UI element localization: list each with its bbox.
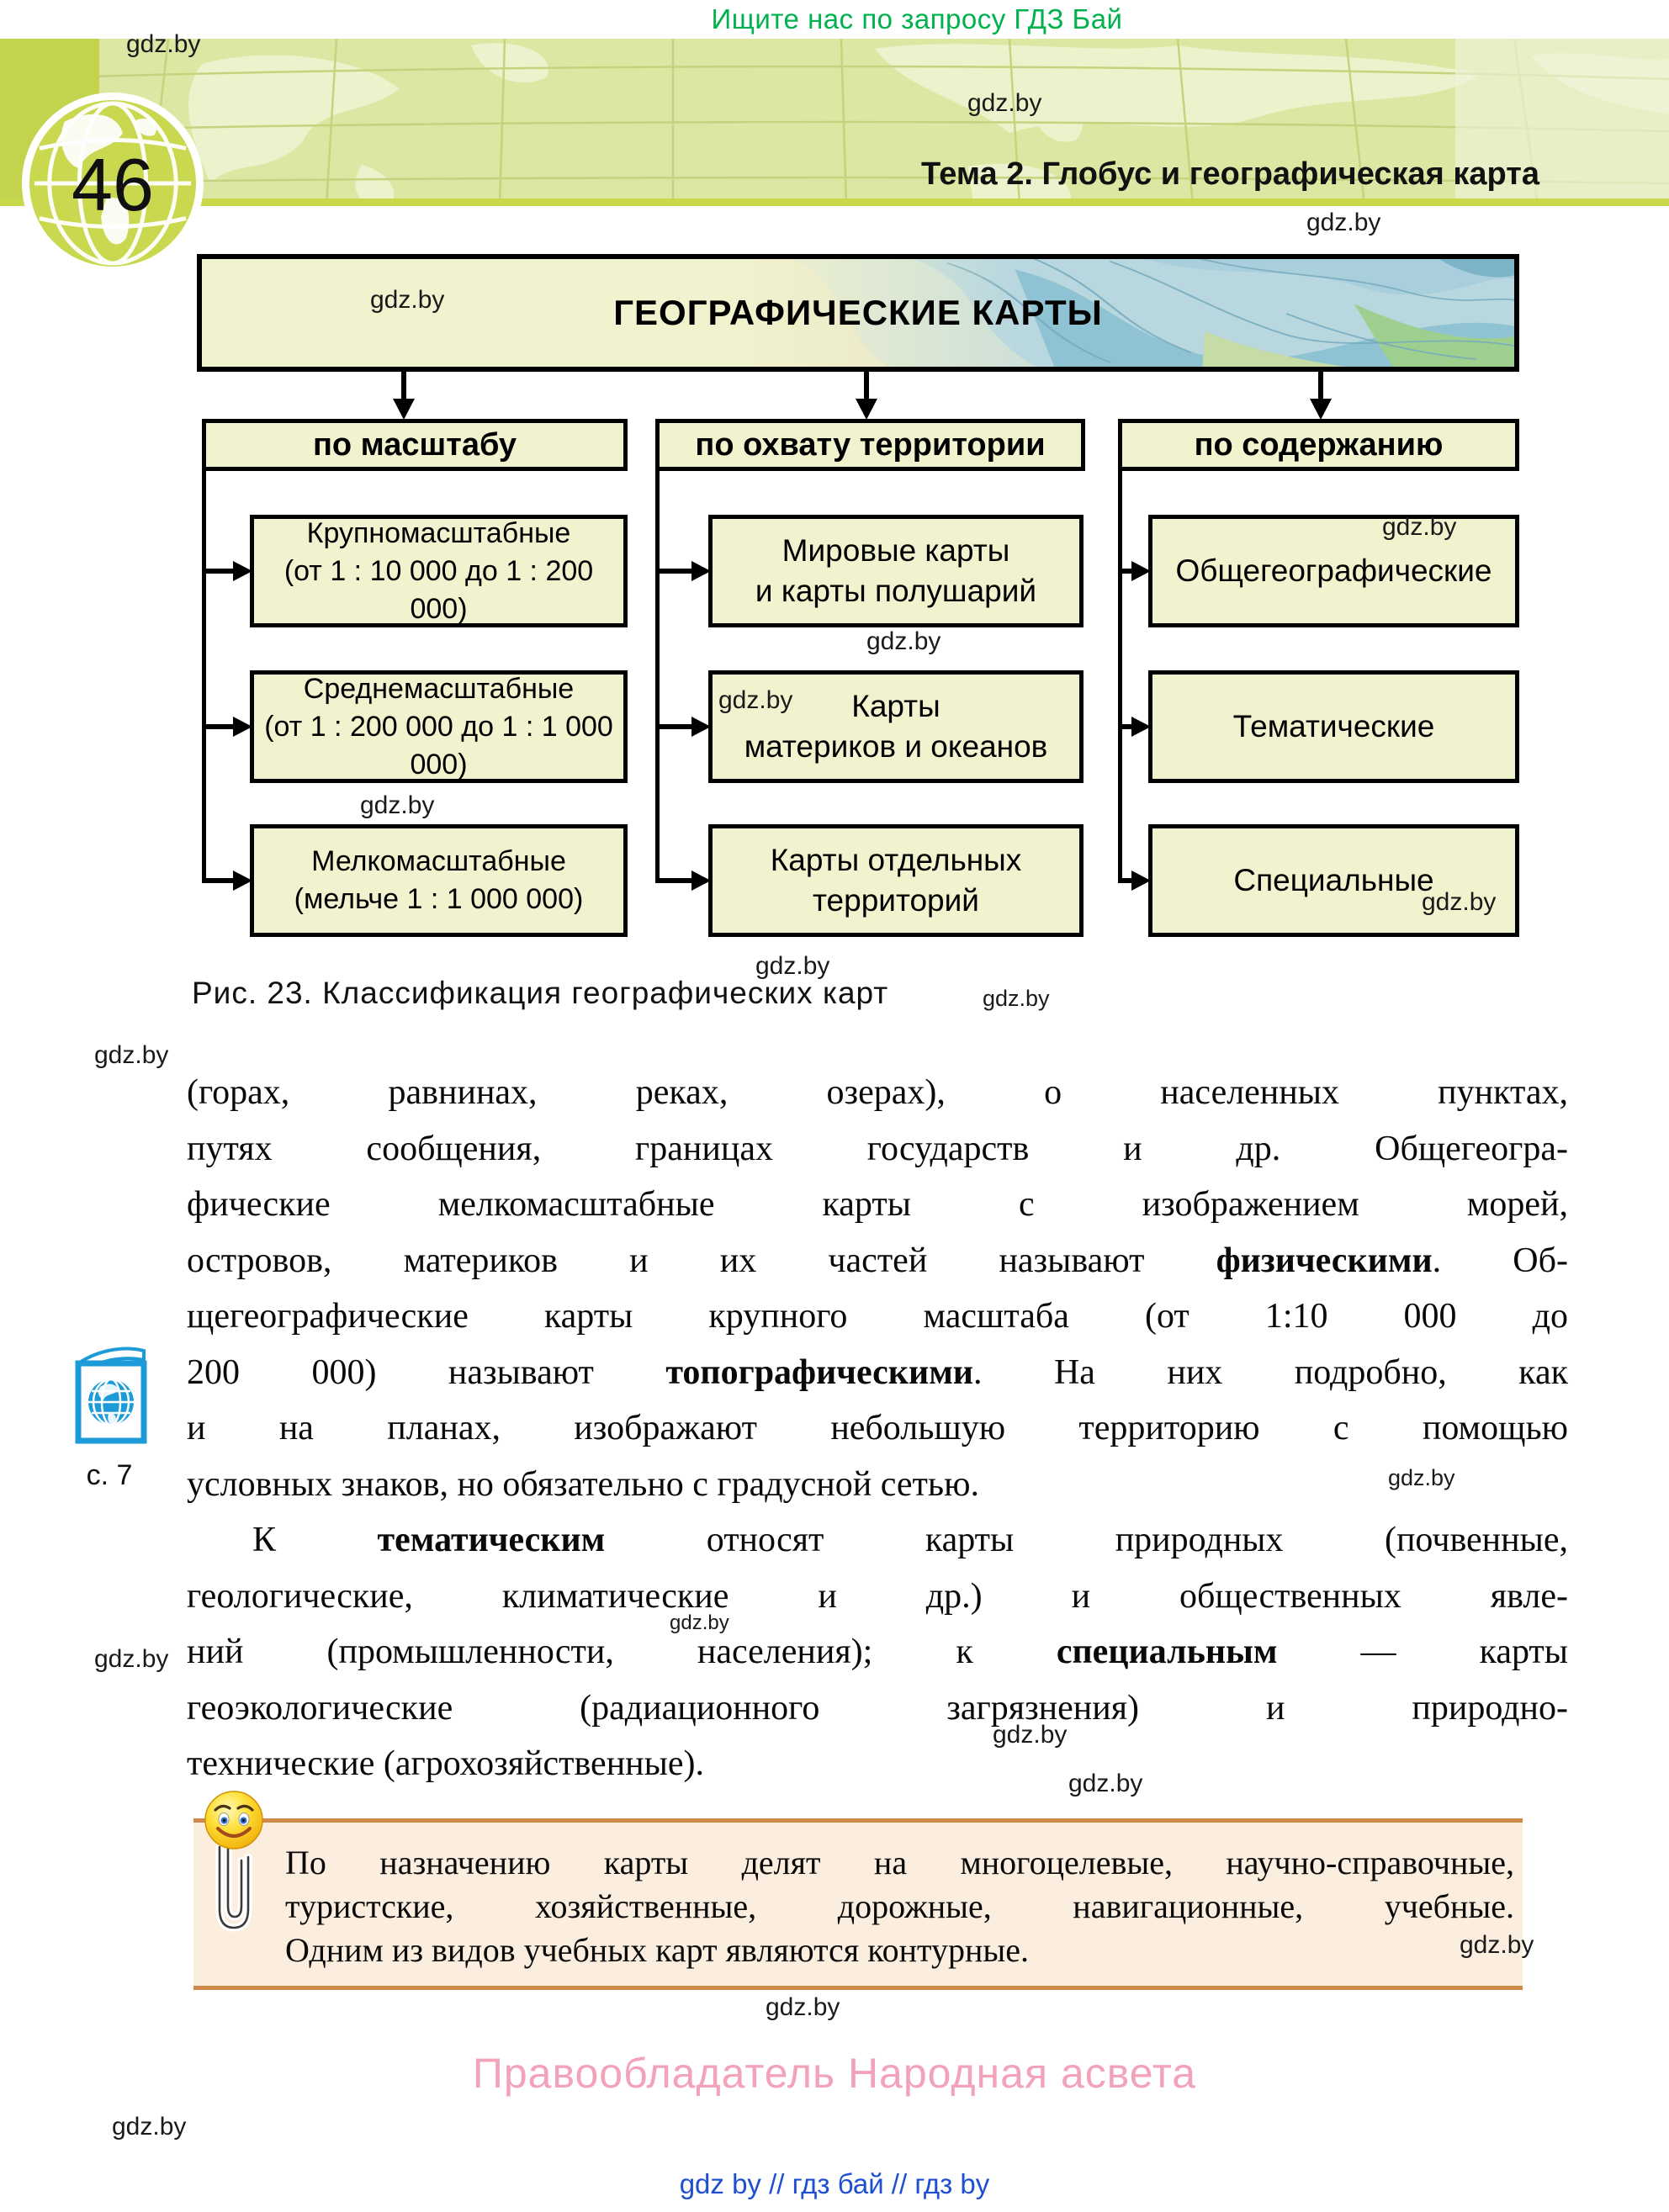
category-box-content: по содержанию [1118, 419, 1519, 471]
item-box-world-maps: Мировые карты и карты полушарий [708, 515, 1084, 627]
gdz-watermark: gdz.by [1068, 1770, 1143, 1797]
text-line: Одним из видов учебных карт являются кон… [285, 1931, 1030, 1969]
text-line: условных знаков, но обязательно с градус… [187, 1464, 979, 1504]
item-label: Карты материков и океанов [744, 689, 1048, 764]
gdz-watermark: gdz.by [967, 89, 1042, 117]
text-line: щегеографические карты крупного масштаба… [187, 1297, 1568, 1336]
category-label: по охвату территории [695, 426, 1046, 463]
footer-links[interactable]: gdz by // гдз бай // гдз by [679, 2168, 990, 2199]
text-line: фические мелкомасштабные карты с изображ… [187, 1185, 1568, 1224]
world-map-pattern-icon [0, 39, 1669, 205]
category-box-scale: по масштабу [202, 419, 628, 471]
text-line: путях сообщения, границах государств и д… [187, 1129, 1568, 1168]
gdz-watermark: gdz.by [983, 986, 1050, 1011]
copyright-line: Правообладатель Народная асвета [472, 2050, 1197, 2097]
gdz-watermark: gdz.by [718, 686, 793, 714]
gdz-watermark: gdz.by [755, 952, 830, 980]
item-label: Тематические [1232, 709, 1435, 744]
text-line: геоэкологические (радиационного загрязне… [187, 1688, 1568, 1728]
text-line: К тематическим относят карты природных (… [252, 1521, 1568, 1559]
text-line: туристские, хозяйственные, дорожные, нав… [285, 1887, 1514, 1925]
gdz-watermark: gdz.by [1460, 1931, 1534, 1959]
text-line: технические (агрохозяйственные). [187, 1744, 704, 1783]
item-label: Крупномасштабные (от 1 : 10 000 до 1 : 2… [283, 516, 594, 625]
gdz-watermark: gdz.by [360, 791, 435, 819]
text-line: (горах, равнинах, реках, озерах), о насе… [187, 1073, 1568, 1112]
gdz-watermark: gdz.by [1382, 513, 1457, 541]
category-label: по содержанию [1194, 426, 1444, 463]
gdz-watermark: gdz.by [1388, 1465, 1455, 1490]
diagram-root-box: ГЕОГРАФИЧЕСКИЕ КАРТЫ [197, 254, 1519, 372]
smiley-icon [204, 1791, 263, 1850]
gdz-watermark: gdz.by [94, 1041, 169, 1069]
note-box: По назначению карты делят на многоцелевы… [193, 1818, 1523, 1990]
globe-icon [34, 101, 192, 266]
item-label: Среднемасштабные (от 1 : 200 000 до 1 : … [264, 672, 613, 781]
category-label: по масштабу [312, 426, 517, 463]
item-label: Специальные [1233, 863, 1434, 897]
item-label: Мелкомасштабные (мельче 1 : 1 000 000) [294, 845, 584, 915]
diagram-title: ГЕОГРАФИЧЕСКИЕ КАРТЫ [613, 293, 1103, 332]
gdz-watermark: gdz.by [670, 1611, 729, 1634]
item-box-thematic: Тематические [1148, 670, 1519, 783]
root-box-fade [202, 259, 1514, 367]
note-box-text: По назначению карты делят на многоцелевы… [285, 1841, 1514, 1972]
gdz-watermark: gdz.by [993, 1721, 1068, 1749]
item-box-small-scale: Мелкомасштабные (мельче 1 : 1 000 000) [250, 824, 628, 937]
text-line: По назначению карты делят на многоцелевы… [285, 1844, 1514, 1881]
text-line: островов, материков и их частей называют… [187, 1241, 1568, 1280]
gdz-watermark: gdz.by [94, 1645, 169, 1673]
gdz-watermark: gdz.by [370, 286, 445, 314]
gdz-watermark: gdz.by [866, 627, 941, 655]
item-label: Карты отдельных территорий [770, 843, 1022, 918]
gdz-watermark: gdz.by [766, 1993, 840, 2021]
header-divider [0, 198, 1669, 206]
item-label: Общегеографические [1175, 553, 1492, 588]
page-number: 46 [72, 143, 154, 226]
item-box-large-scale: Крупномасштабные (от 1 : 10 000 до 1 : 2… [250, 515, 628, 627]
item-label: Мировые карты и карты полушарий [755, 533, 1037, 608]
smiley-paperclip-icon [204, 1791, 263, 1932]
item-box-special: Специальные [1148, 824, 1519, 937]
atlas-book-icon [75, 1347, 147, 1444]
text-line: 200 000) называют топографическими. На н… [187, 1352, 1568, 1392]
category-box-coverage: по охвату территории [655, 419, 1085, 471]
body-text: (горах, равнинах, реках, озерах), о насе… [187, 1065, 1568, 1792]
item-box-continent-maps: Карты материков и океанов [708, 670, 1084, 783]
item-box-general-geographic: Общегеографические [1148, 515, 1519, 627]
gdz-watermark: gdz.by [112, 2113, 187, 2141]
item-box-territory-maps: Карты отдельных территорий [708, 824, 1084, 937]
figure-caption: Рис. 23. Классификация географических ка… [192, 976, 889, 1010]
promo-banner: Ищите нас по запросу ГДЗ Бай [711, 3, 1123, 34]
item-box-medium-scale: Среднемасштабные (от 1 : 200 000 до 1 : … [250, 670, 628, 783]
gdz-watermark: gdz.by [1422, 888, 1497, 916]
gdz-watermark: gdz.by [1306, 209, 1381, 236]
text-line: ний (промышленности, населения); к специ… [187, 1633, 1568, 1671]
gdz-watermark: gdz.by [126, 30, 201, 58]
text-line: геологические, климатические и др.) и об… [187, 1576, 1568, 1616]
text-line: и на планах, изображают небольшую террит… [187, 1409, 1568, 1447]
page-number-globe: 46 [22, 93, 204, 274]
header-band [0, 39, 1669, 205]
paperclip-icon [215, 1843, 252, 1932]
diagram-connectors [202, 370, 1332, 891]
page-title: Тема 2. Глобус и географическая карта [920, 156, 1539, 192]
page-reference: с. 7 [86, 1459, 133, 1491]
